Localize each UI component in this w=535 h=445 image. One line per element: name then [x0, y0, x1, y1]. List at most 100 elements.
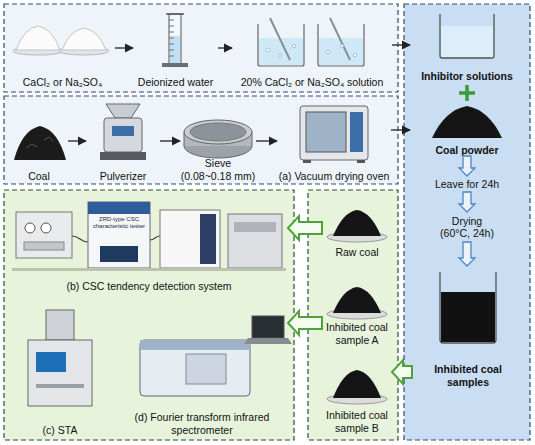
node-caption: 20% CaCl₂ or Na₂SO₄ solution — [241, 76, 384, 88]
oven-foot — [303, 160, 311, 163]
equipment-item: Sieve (0.08~0.18 mm) — [180, 100, 256, 182]
node-caption: (a) Vacuum drying oven — [279, 170, 390, 182]
flow-arrow — [115, 47, 133, 48]
flow-arrow — [391, 129, 410, 130]
sample-pile — [333, 287, 381, 313]
node-caption: Raw coal — [335, 246, 378, 258]
coal-highlight — [26, 137, 53, 148]
node-caption: Inhibited coal sample B — [322, 409, 392, 434]
block-arrow — [392, 360, 412, 384]
tester-band — [88, 202, 150, 214]
oven-panel — [350, 112, 363, 152]
powder-pile — [16, 26, 60, 50]
process-step: Drying (60°C, 24h) — [437, 212, 497, 242]
equipment-item: (a) Vacuum drying oven — [277, 100, 391, 182]
gas-tube — [150, 236, 160, 240]
ftir-top — [140, 340, 250, 350]
cylinder-water — [170, 36, 180, 63]
beaker — [440, 14, 494, 58]
node-caption: Inhibited coal sample A — [322, 321, 392, 346]
cylinder-rim — [166, 13, 184, 15]
bench — [12, 268, 286, 271]
oven-body — [300, 106, 368, 160]
node-caption: CaCl₂ or Na₂SO₄ — [23, 76, 103, 88]
device-label: ZRD-type CSC characteristic tester — [90, 216, 148, 230]
beaker — [440, 272, 496, 343]
beaker-content — [441, 292, 495, 342]
stir-rod — [270, 18, 290, 60]
equipment-item: Pulverizer — [86, 100, 160, 182]
beaker-liquid — [441, 26, 493, 57]
preparation-panel — [4, 4, 398, 92]
equipment-item: (d) Fourier transform infrared spectrome… — [116, 300, 288, 436]
coal-panel — [4, 96, 398, 184]
process-step: Leave for 24h — [420, 176, 514, 192]
bubble — [340, 44, 343, 47]
coal-powder-pile — [432, 106, 502, 138]
bubble — [292, 44, 296, 48]
gas-tube — [72, 236, 88, 242]
laptop-base — [244, 338, 292, 344]
flow-arrow — [392, 44, 410, 45]
sta-body — [28, 340, 92, 406]
sample-item: Inhibited coal sample A — [322, 270, 392, 346]
bubble — [326, 50, 330, 54]
coal-pile — [14, 126, 66, 160]
tester-body — [88, 202, 150, 268]
bubble — [266, 48, 270, 52]
gauge — [41, 223, 51, 233]
bubble — [353, 53, 357, 57]
beaker — [258, 24, 304, 66]
node-caption: Sieve (0.08~0.18 mm) — [180, 157, 256, 182]
oven-window — [306, 112, 346, 152]
block-arrow — [288, 311, 322, 335]
node-caption: (b) CSC tendency detection system — [66, 280, 231, 292]
block-arrow — [459, 192, 475, 212]
sample-item: Inhibited coal samples — [412, 266, 524, 388]
equipment-panel — [4, 190, 294, 440]
equipment-item: (b) CSC tendency detection system — [10, 196, 288, 292]
pulverizer-body — [104, 118, 142, 152]
material-item: CaCl₂ or Na₂SO₄ — [10, 8, 115, 88]
pulverizer-base — [100, 152, 146, 160]
node-caption: Leave for 24h — [435, 178, 499, 190]
sample-pile — [333, 210, 381, 236]
sample-pile — [333, 370, 381, 398]
node-caption: Coal powder — [435, 144, 498, 156]
bubble — [278, 54, 281, 57]
cylinder-body — [169, 14, 181, 64]
sample-item: Raw coal — [322, 198, 392, 258]
node-caption: Coal — [28, 170, 50, 182]
material-item: Coal powder — [410, 104, 524, 156]
sieve-mesh — [190, 123, 246, 141]
tester-screen — [100, 246, 138, 262]
node-caption: Inhibited coal samples — [412, 363, 524, 388]
node-caption: Deionized water — [138, 76, 213, 88]
scale-ticks — [169, 20, 174, 56]
block-arrow — [459, 156, 475, 176]
solution-item: Inhibitor solutions — [410, 8, 524, 82]
flow-arrow — [68, 140, 86, 141]
beaker — [318, 24, 364, 66]
ftir-body — [140, 340, 250, 396]
recorder-box — [228, 214, 282, 268]
flow-arrow — [160, 140, 180, 141]
block-arrow — [288, 216, 322, 240]
sta-screen — [36, 352, 66, 372]
equipment-item: (c) STA — [10, 300, 110, 436]
stir-rod — [330, 18, 350, 60]
node-caption: Inhibitor solutions — [421, 70, 513, 82]
process-panel — [404, 4, 530, 440]
node-caption: Drying (60°C, 24h) — [437, 215, 497, 240]
sample-item: Inhibited coal sample B — [322, 356, 392, 434]
block-arrow — [459, 242, 475, 266]
material-item: Coal — [10, 100, 68, 182]
gauge — [25, 223, 35, 233]
switch-panel — [24, 242, 64, 250]
gas-supply-box — [16, 212, 72, 258]
oven-foot — [357, 160, 365, 163]
chromatograph-body — [160, 210, 220, 268]
sieve-rim — [184, 120, 252, 144]
laptop-screen — [252, 316, 284, 338]
recorder-slot — [234, 222, 276, 232]
